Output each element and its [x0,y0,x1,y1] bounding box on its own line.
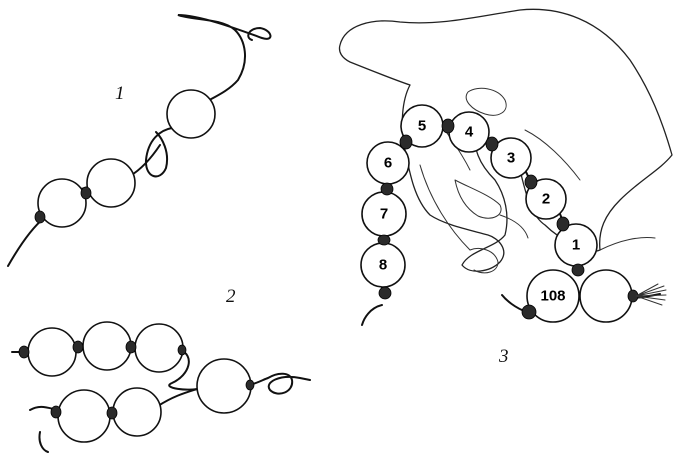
panel-2-knot-5 [50,405,62,419]
bead-label-6: 6 [384,155,392,172]
bead-3 [490,137,532,179]
knot-108-end [521,304,537,320]
knot-4-3 [485,136,499,152]
bead-label-7: 7 [380,206,388,223]
panel-2-knot-6 [106,406,118,420]
knot-2-1 [556,216,570,232]
panel-3-number: 3 [498,346,509,367]
bead-label-108: 108 [540,288,565,305]
panel-1-bead-2 [86,158,136,208]
panel-2-knot-1 [18,345,30,359]
bead-label-8: 8 [379,257,387,274]
knot-5-6 [399,134,413,150]
bead-108 [526,269,580,323]
knot-3-2 [524,174,538,190]
hand-finger-line-1 [454,179,502,219]
panel-2-knotting-beads: 2 [11,286,311,453]
panel-2-thread-end [243,372,311,395]
knot-5-4 [441,118,455,134]
panel-2-bead-4 [196,358,252,414]
panel-2-knot-3 [125,340,137,354]
panel-2-number: 2 [226,286,236,307]
knot-8-end [378,286,392,300]
knot-1-108 [571,263,585,277]
tassel [635,283,667,306]
panel-2-bead-6 [112,387,162,437]
panel-3-counting-mala: 5 4 3 2 1 108 6 7 8 3 [338,8,673,367]
panel-2-knot-4 [177,344,187,356]
panel-2-knot-7 [245,379,255,391]
bead-guru [579,269,633,323]
bead-label-5: 5 [418,118,426,135]
panel-1-knot-1 [34,210,46,224]
panel-2-bead-1 [27,327,77,377]
panel-2-bead-2 [82,321,132,371]
bead-label-3: 3 [507,150,515,167]
knot-6-7 [380,182,394,196]
panel-1-knot-2 [80,186,92,200]
hand-finger-line-2 [469,248,499,274]
bead-label-1: 1 [572,237,580,254]
panel-1-number: 1 [115,83,125,104]
panel-1-thread [7,14,272,267]
hand-thumb-line [465,87,507,116]
bead-label-2: 2 [542,191,550,208]
panel-1-bead-1 [37,178,87,228]
panel-2-bead-3 [134,323,184,373]
bead-label-4: 4 [465,124,474,141]
panel-1-loop [144,127,173,178]
panel-1-bead-3 [166,89,216,139]
bead-2 [525,178,567,220]
knot-7-8 [377,234,391,246]
panel-2-knot-2 [72,340,84,354]
panel-2-bead-5 [57,389,111,443]
panel-1-stringing-beads: 1 [7,14,272,267]
